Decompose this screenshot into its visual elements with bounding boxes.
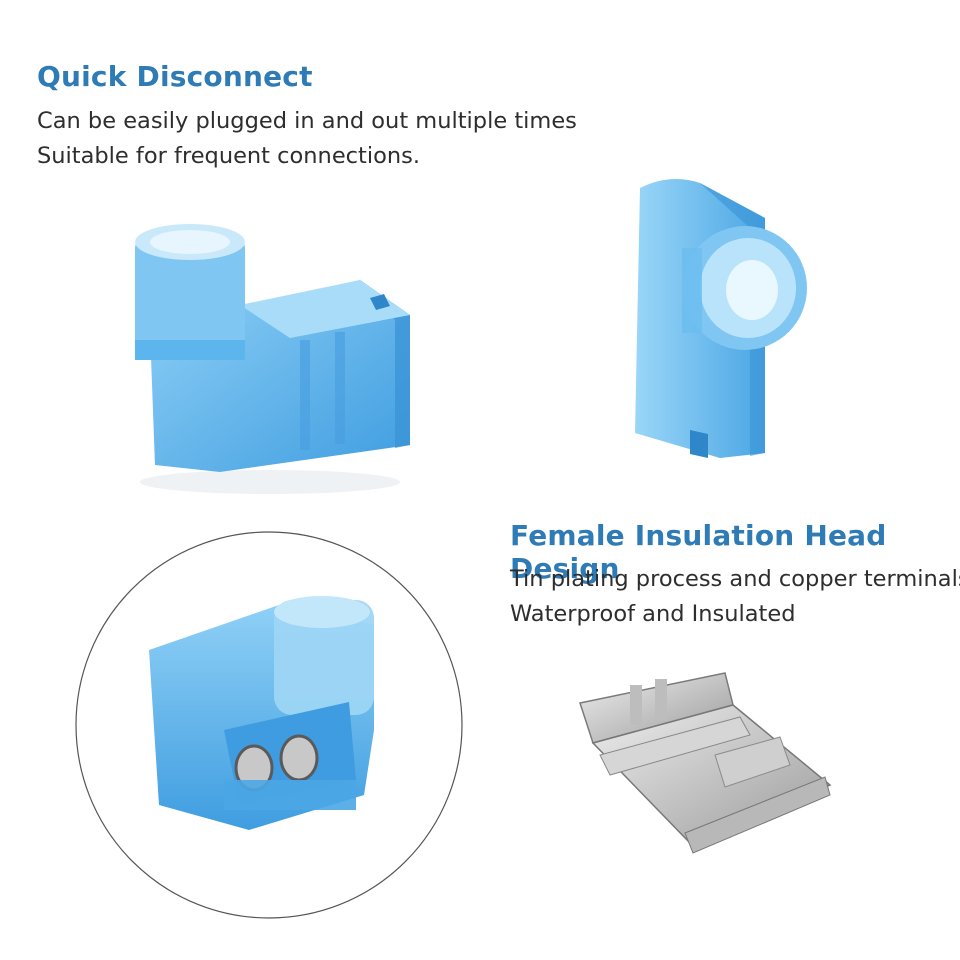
quick-disconnect-line-1: Can be easily plugged in and out multipl… (37, 108, 577, 134)
female-insulation-line-1: Tin plating process and copper terminals (510, 566, 960, 592)
blue-connector-side-view (135, 224, 410, 494)
female-insulation-heading: Female Insulation Head Design (510, 519, 887, 585)
female-insulation-description: Tin plating process and copper terminals… (510, 562, 960, 632)
quick-disconnect-line-2: Suitable for frequent connections. (37, 143, 421, 169)
blue-connector-upright-view (635, 179, 807, 458)
connector-front-closeup (75, 531, 463, 919)
metal-terminal (579, 672, 832, 854)
quick-disconnect-heading: Quick Disconnect (37, 60, 313, 93)
quick-disconnect-description: Can be easily plugged in and out multipl… (37, 104, 577, 174)
female-insulation-line-2: Waterproof and Insulated (510, 601, 796, 627)
